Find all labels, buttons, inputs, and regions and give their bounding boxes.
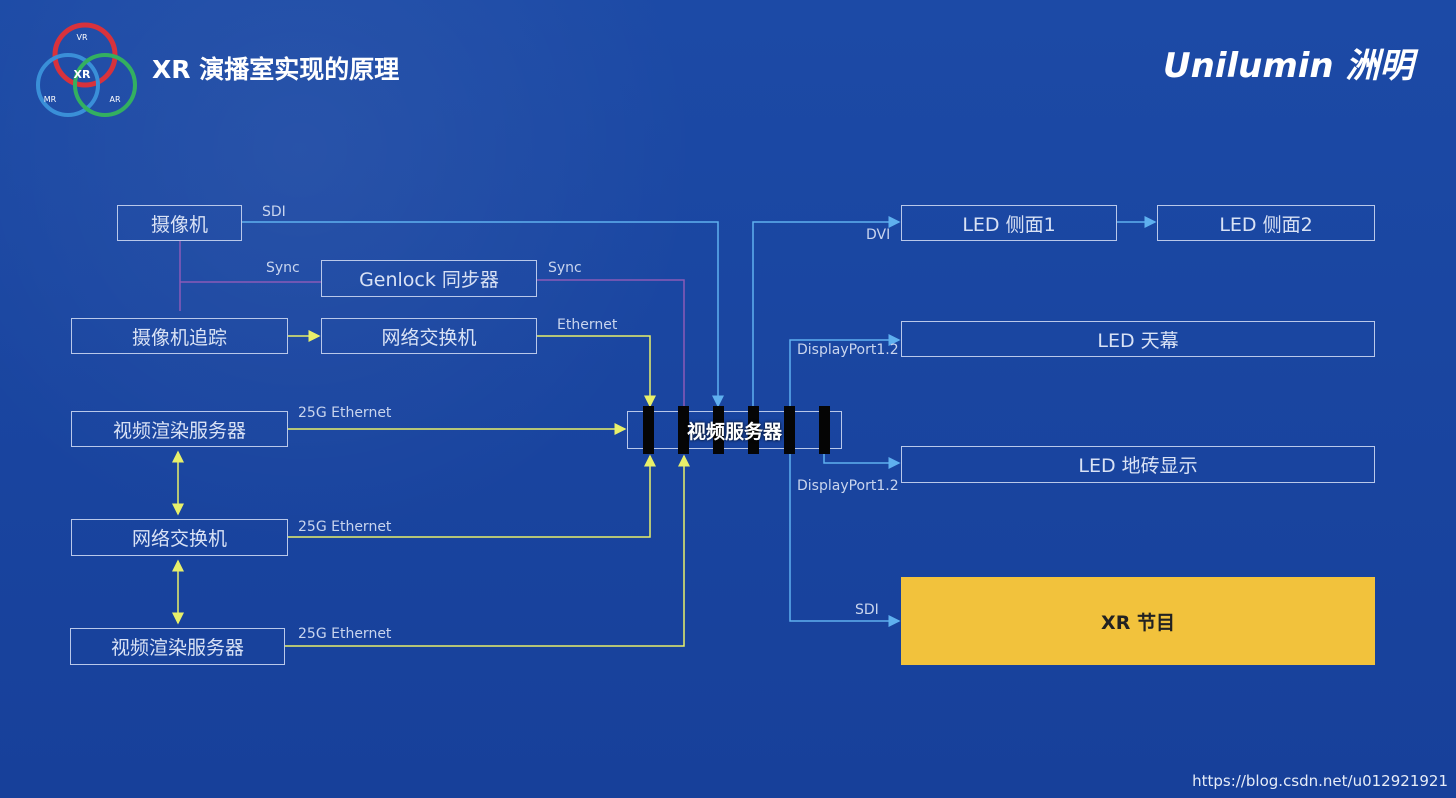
page-title: XR 演播室实现的原理	[152, 55, 400, 84]
dp-line-1	[789, 334, 901, 406]
port-bar	[819, 406, 830, 454]
logo-mr: MR	[44, 95, 57, 104]
camera-tracking-node: 摄像机追踪	[71, 318, 288, 354]
logo-vr: VR	[76, 33, 87, 42]
sync-line-1	[179, 241, 321, 311]
network-switch-mid-node: 网络交换机	[71, 519, 288, 556]
sync-line-2	[537, 279, 685, 406]
dp-line-2	[823, 454, 901, 469]
sync-label-2: Sync	[548, 260, 582, 276]
port-bar	[748, 406, 759, 454]
dp-label-1: DisplayPort1.2	[797, 342, 899, 358]
eth25-line-3	[285, 454, 690, 647]
eth25-label-3: 25G Ethernet	[298, 626, 392, 642]
eth25-label-2: 25G Ethernet	[298, 519, 392, 535]
xr-program-node: XR 节目	[901, 577, 1375, 665]
brand-logo: Unilumin 洲明	[1163, 46, 1414, 86]
eth25-label-1: 25G Ethernet	[298, 405, 392, 421]
eth25-line-2	[288, 454, 656, 538]
sync-label-1: Sync	[266, 260, 300, 276]
camera-node: 摄像机	[117, 205, 242, 241]
port-bar	[713, 406, 724, 454]
sdi-out-label: SDI	[855, 602, 879, 618]
network-switch-top-node: 网络交换机	[321, 318, 537, 354]
sdi-in-label: SDI	[262, 204, 286, 220]
video-server-label: 视频服务器	[686, 420, 782, 443]
video-server-node	[627, 411, 842, 449]
port-bar	[678, 406, 689, 454]
dvi-line	[752, 216, 901, 406]
watermark: https://blog.csdn.net/u012921921	[1192, 772, 1448, 790]
led-sky-node: LED 天幕	[901, 321, 1375, 357]
ethernet-line	[537, 335, 656, 408]
dvi-label: DVI	[866, 227, 891, 243]
ethernet-label: Ethernet	[557, 317, 618, 333]
led-side2-node: LED 侧面2	[1157, 205, 1375, 241]
led-floor-node: LED 地砖显示	[901, 446, 1375, 483]
logo-ar: AR	[109, 95, 120, 104]
led-side1-node: LED 侧面1	[901, 205, 1117, 241]
render-server-1-node: 视频渲染服务器	[71, 411, 288, 447]
xr-logo: VR MR AR XR	[36, 22, 137, 117]
dp-label-2: DisplayPort1.2	[797, 478, 899, 494]
sdi-out-line	[789, 454, 901, 627]
genlock-node: Genlock 同步器	[321, 260, 537, 297]
port-bar	[643, 406, 654, 454]
render-server-2-node: 视频渲染服务器	[70, 628, 285, 665]
port-bar	[784, 406, 795, 454]
logo-xr: XR	[74, 68, 91, 81]
sdi-in-line	[242, 221, 724, 408]
